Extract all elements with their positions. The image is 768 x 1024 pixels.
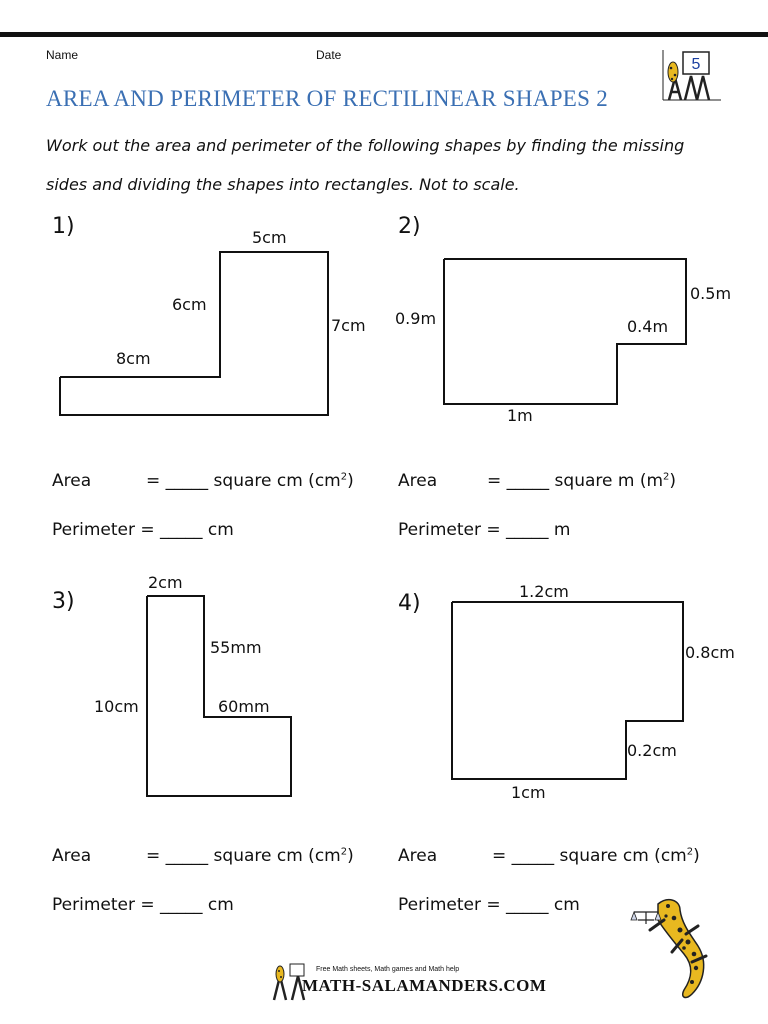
problem-2-area-line: = _____ square m (m2) <box>487 471 677 491</box>
problem-3-label-top: 2cm <box>148 573 183 592</box>
problem-3-label-inner-vertical: 55mm <box>210 638 262 657</box>
problem-4-perimeter-line: Perimeter = _____ cm <box>398 895 580 915</box>
top-rule <box>0 32 768 37</box>
problem-4-label-top: 1.2cm <box>519 582 569 601</box>
problem-4-area-line: = _____ square cm (cm2) <box>492 846 700 866</box>
math-salamanders-logo: 5 <box>661 48 724 102</box>
problem-4-label-bottom: 1cm <box>511 783 546 802</box>
footer-logo <box>270 962 500 1002</box>
problem-2-area-label: Area <box>398 471 438 491</box>
problem-1-number: 1) <box>52 214 75 239</box>
shape-4-outline <box>451 601 684 780</box>
problem-3-perimeter-line: Perimeter = _____ cm <box>52 895 234 915</box>
problem-3-number: 3) <box>52 589 75 614</box>
problem-3-area-line: = _____ square cm (cm2) <box>146 846 354 866</box>
problem-4-label-step: 0.2cm <box>627 741 677 760</box>
problem-1-label-left-top: 8cm <box>116 349 151 368</box>
problem-4-label-right: 0.8cm <box>685 643 735 662</box>
footer-site: MATH-SALAMANDERS.COM <box>302 976 547 995</box>
instructions-line-1: Work out the area and perimeter of the f… <box>46 136 685 155</box>
footer-tagline: Free Math sheets, Math games and Math he… <box>316 966 460 973</box>
date-label: Date <box>316 48 342 62</box>
problem-2-label-left: 0.9m <box>395 309 437 328</box>
problem-3-area-label: Area <box>52 846 92 866</box>
problem-2-perimeter-line: Perimeter = _____ m <box>398 520 571 540</box>
page-title: AREA AND PERIMETER OF RECTILINEAR SHAPES… <box>46 86 609 111</box>
problem-1-area-line: = _____ square cm (cm2) <box>146 471 354 491</box>
shape-2-outline <box>443 258 687 405</box>
problem-4-area-label: Area <box>398 846 438 866</box>
problem-1-area-label: Area <box>52 471 92 491</box>
problem-1-label-inner-vertical: 6cm <box>172 295 207 314</box>
name-label: Name <box>46 48 79 62</box>
shape-3-outline <box>146 595 292 797</box>
problem-3-label-step: 60mm <box>218 697 270 716</box>
problem-3-label-left: 10cm <box>94 697 139 716</box>
salamander-illustration <box>628 890 720 1004</box>
problem-1-perimeter-line: Perimeter = _____ cm <box>52 520 234 540</box>
problem-2-label-bottom: 1m <box>507 406 533 425</box>
problem-2-label-step: 0.4m <box>627 317 669 336</box>
instructions-line-2: sides and dividing the shapes into recta… <box>46 175 520 194</box>
problem-1-label-right: 7cm <box>331 316 366 335</box>
shape-1-outline <box>59 251 329 416</box>
problem-2-label-right: 0.5m <box>690 284 732 303</box>
logo-digit: 5 <box>692 56 701 73</box>
problem-4-number: 4) <box>398 591 421 616</box>
problem-2-number: 2) <box>398 214 421 239</box>
problem-1-label-top: 5cm <box>252 228 287 247</box>
